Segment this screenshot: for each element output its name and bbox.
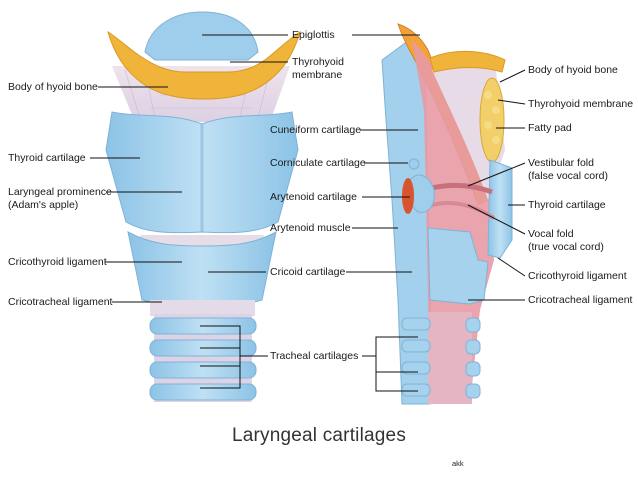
label-thyrohyoid-membrane-front-2: membrane [292,69,343,81]
label-vocal-fold-2: (true vocal cord) [528,241,604,253]
fatty-pad-side [479,77,505,163]
label-cricotracheal-ligament-right: Cricotracheal ligament [528,294,633,306]
corniculate-cartilage-side [408,158,420,170]
label-thyroid-cartilage-left: Thyroid cartilage [8,152,86,164]
label-cricoid-cartilage: Cricoid cartilage [270,266,346,278]
label-thyrohyoid-membrane-right: Thyrohyoid membrane [528,98,634,110]
label-thyrohyoid-membrane-front-1: Thyrohyoid [292,56,344,68]
label-fatty-pad: Fatty pad [528,122,572,134]
label-vestibular-fold-2: (false vocal cord) [528,170,608,182]
label-corniculate-cartilage: Corniculate cartilage [270,157,366,169]
hyoid-bone-side [429,50,506,73]
cricotracheal-ligament-front [150,300,255,316]
label-arytenoid-muscle: Arytenoid muscle [270,222,351,234]
label-laryngeal-prominence-1: Laryngeal prominence [8,186,112,198]
cricoid-cartilage-side [427,227,489,305]
sagittal-view [381,23,513,405]
label-cuneiform-cartilage: Cuneiform cartilage [270,124,362,136]
leader-lines [90,34,526,392]
vocal-fold-side [431,201,496,220]
label-arytenoid-cartilage: Arytenoid cartilage [270,191,357,203]
label-cricothyroid-ligament-right: Cricothyroid ligament [528,270,627,282]
label-vestibular-fold-1: Vestibular fold [528,157,594,169]
label-tracheal-cartilages: Tracheal cartilages [270,350,359,362]
hyoid-bone-front [107,30,301,100]
label-body-hyoid-left: Body of hyoid bone [8,81,98,93]
thyroid-cartilage-side [487,159,513,259]
label-cricothyroid-ligament-left: Cricothyroid ligament [8,256,107,268]
arytenoid-muscle-side [402,178,414,214]
credit-text: akk [452,459,464,468]
diagram-title: Laryngeal cartilages [231,425,407,446]
epiglottis-front [144,11,259,61]
label-cricotracheal-ligament-left: Cricotracheal ligament [8,296,113,308]
label-epiglottis: Epiglottis [292,29,335,41]
label-laryngeal-prominence-2: (Adam's apple) [8,199,79,211]
label-body-hyoid-right: Body of hyoid bone [528,64,618,76]
vestibular-fold-side [431,182,493,195]
label-vocal-fold-1: Vocal fold [528,228,574,240]
trachea-side [401,312,481,404]
anterior-view [105,11,301,402]
label-thyroid-cartilage-right: Thyroid cartilage [528,199,606,211]
